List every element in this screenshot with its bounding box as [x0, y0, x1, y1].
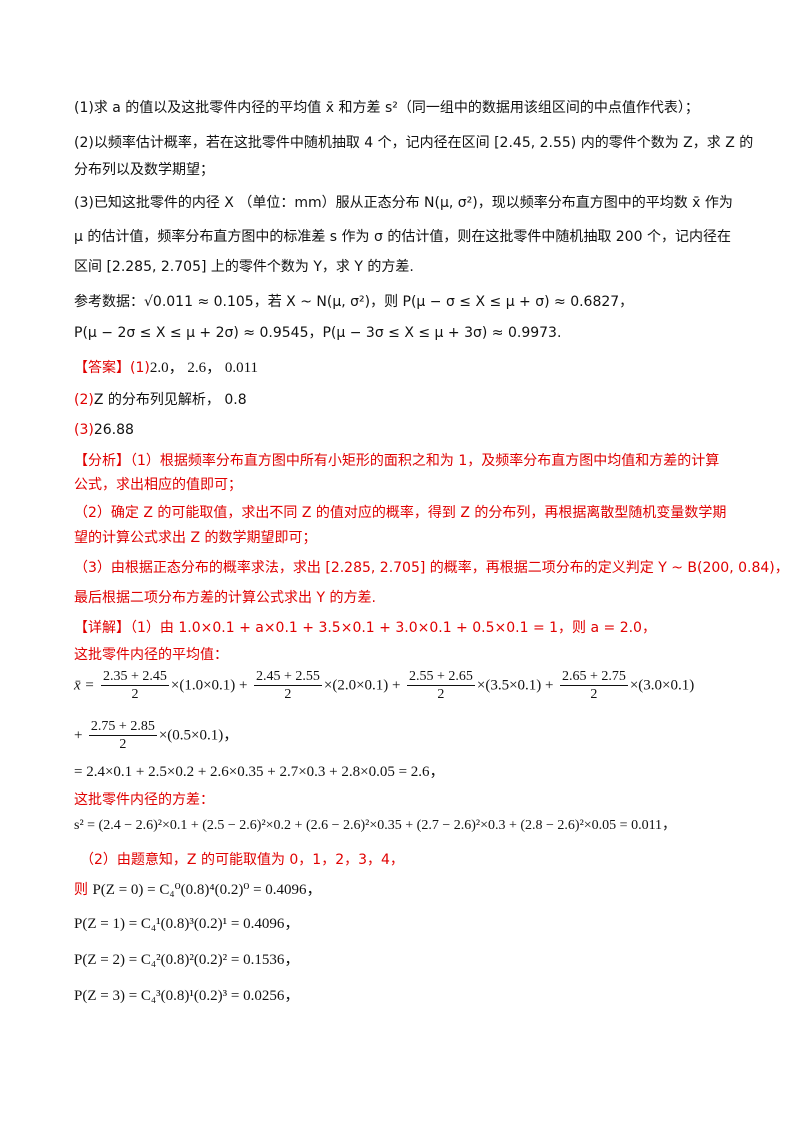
analysis-2-line-1: （2）确定 Z 的可能取值，求出不同 Z 的值对应的概率，得到 Z 的分布列，再… [74, 505, 727, 521]
mean-term-2-rest: ×(2.0×0.1) + [323, 677, 401, 694]
analysis-tag: 【分析】 [74, 453, 130, 469]
answer-3-text: 26.88 [93, 422, 134, 438]
question-3-line-2: μ 的估计值，频率分布直方图中的标准差 s 作为 σ 的估计值，则在这批零件中随… [74, 229, 731, 245]
mean-fraction-2-denominator: 2 [284, 687, 292, 702]
mean-fraction-2-numerator: 2.45 + 2.55 [253, 669, 322, 686]
mean-term-5-rest: ×(0.5×0.1)， [158, 727, 239, 744]
analysis-1-line-2: 公式，求出相应的值即可； [74, 477, 242, 493]
mean-term-1-rest: ×(1.0×0.1) + [170, 677, 248, 694]
mean-term-3-rest: ×(3.5×0.1) + [476, 677, 554, 694]
answer-2-number: (2) [74, 392, 94, 408]
probability-z3: P(Z = 3) = C₄³(0.8)¹(0.2)³ = 0.0256， [74, 986, 299, 1006]
analysis-1-text: （1）根据频率分布直方图中所有小矩形的面积之和为 1，及频率分布直方图中均值和方… [130, 453, 720, 469]
mean-term-4-rest: ×(3.0×0.1) [629, 677, 695, 694]
analysis-3-line-1: （3）由根据正态分布的概率求法，求出 [2.285, 2.705] 的概率，再根… [74, 560, 789, 576]
mean-term-5-plus: + [74, 727, 83, 744]
analysis-1-line-1: 【分析】（1）根据频率分布直方图中所有小矩形的面积之和为 1，及频率分布直方图中… [74, 451, 719, 471]
mean-lhs: x̄ = [74, 677, 95, 694]
analysis-3-line-2: 最后根据二项分布方差的计算公式求出 Y 的方差. [74, 590, 376, 606]
question-3-line-1: (3)已知这批零件的内径 X （单位：mm）服从正态分布 N(μ, σ²)，现以… [74, 195, 733, 211]
detail-2: （2）由题意知，Z 的可能取值为 0，1，2，3，4， [80, 852, 404, 868]
answer-1-text: 2.0， 2.6， 0.011 [149, 360, 259, 376]
mean-fraction-5-denominator: 2 [119, 737, 127, 752]
answer-1-number: (1) [130, 360, 150, 376]
mean-fraction-1-numerator: 2.35 + 2.45 [100, 669, 169, 686]
question-2-line-1: (2)以频率估计概率，若在这批零件中随机抽取 4 个，记内径在区间 [2.45,… [74, 135, 754, 151]
reference-data-line-2: P(μ − 2σ ≤ X ≤ μ + 2σ) ≈ 0.9545，P(μ − 3σ… [74, 325, 562, 341]
variance-equation: s² = (2.4 − 2.6)²×0.1 + (2.5 − 2.6)²×0.2… [74, 818, 677, 833]
mean-title: 这批零件内径的平均值： [74, 647, 228, 663]
reference-data-line-1: 参考数据：√0.011 ≈ 0.105，若 X ~ N(μ, σ²)，则 P(μ… [74, 294, 634, 310]
detail-1: 【详解】（1）由 1.0×0.1 + a×0.1 + 3.5×0.1 + 3.0… [74, 618, 656, 638]
variance-title: 这批零件内径的方差： [74, 792, 214, 808]
mean-fraction-5-numerator: 2.75 + 2.85 [88, 719, 157, 736]
answer-3: (3)26.88 [74, 420, 134, 440]
mean-fraction-4-denominator: 2 [590, 687, 598, 702]
question-3-line-3: 区间 [2.285, 2.705] 上的零件个数为 Y，求 Y 的方差. [74, 259, 414, 275]
mean-fraction-3-numerator: 2.55 + 2.65 [406, 669, 475, 686]
probability-z2: P(Z = 2) = C₄²(0.8)²(0.2)² = 0.1536， [74, 950, 299, 970]
probability-z3-text: P(Z = 3) = C₄³(0.8)¹(0.2)³ = 0.0256， [74, 988, 300, 1004]
answer-3-number: (3) [74, 422, 94, 438]
answer-1: 【答案】(1)2.0， 2.6， 0.011 [74, 358, 258, 378]
probability-z2-text: P(Z = 2) = C₄²(0.8)²(0.2)² = 0.1536， [74, 952, 300, 968]
answer-2-text: Z 的分布列见解析， 0.8 [93, 392, 247, 408]
probability-z1-text: P(Z = 1) = C₄¹(0.8)³(0.2)¹ = 0.4096， [74, 916, 300, 932]
probability-z0-prefix: 则 [74, 882, 93, 898]
mean-fraction-1-denominator: 2 [131, 687, 139, 702]
analysis-2-line-2: 望的计算公式求出 Z 的数学期望即可； [74, 530, 317, 546]
probability-z0-text: P(Z = 0) = C₄⁰(0.8)⁴(0.2)⁰ = 0.4096， [92, 882, 322, 898]
detail-tag: 【详解】 [74, 620, 130, 636]
detail-1-text: （1）由 1.0×0.1 + a×0.1 + 3.5×0.1 + 3.0×0.1… [130, 620, 656, 636]
question-1: (1)求 a 的值以及这批零件内径的平均值 x̄ 和方差 s²（同一组中的数据用… [74, 100, 699, 116]
answer-tag: 【答案】 [74, 360, 130, 376]
mean-fraction-4-numerator: 2.65 + 2.75 [559, 669, 628, 686]
probability-z1: P(Z = 1) = C₄¹(0.8)³(0.2)¹ = 0.4096， [74, 914, 299, 934]
mean-result: = 2.4×0.1 + 2.5×0.2 + 2.6×0.35 + 2.7×0.3… [74, 764, 445, 780]
question-2-line-2: 分布列以及数学期望； [74, 162, 214, 178]
probability-z0: 则 P(Z = 0) = C₄⁰(0.8)⁴(0.2)⁰ = 0.4096， [74, 880, 322, 900]
answer-2: (2)Z 的分布列见解析， 0.8 [74, 390, 247, 410]
mean-fraction-3-denominator: 2 [437, 687, 445, 702]
